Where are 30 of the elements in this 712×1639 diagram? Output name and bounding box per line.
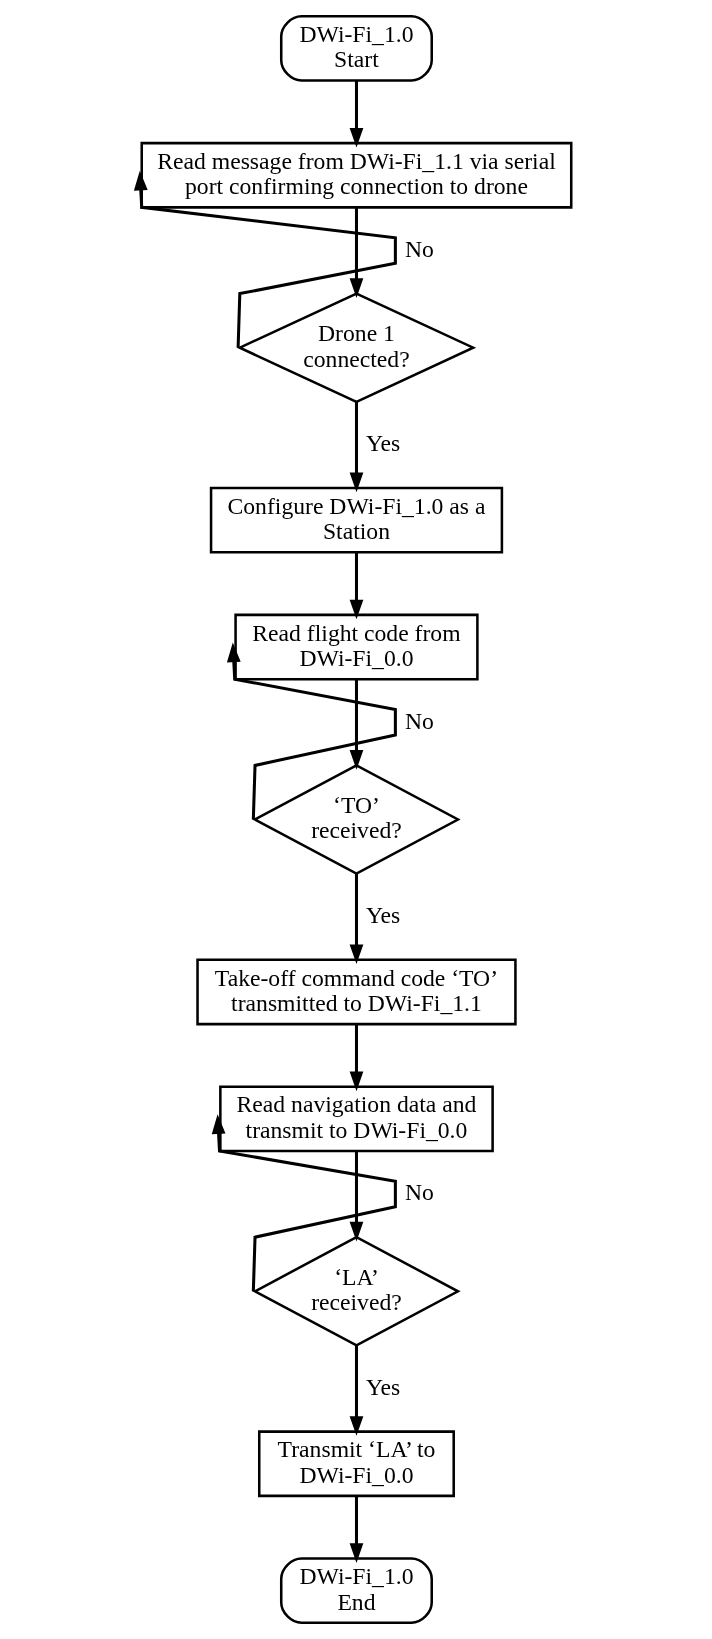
edge-label: Yes [365,901,401,928]
arrow [349,1345,364,1436]
node-box: Configure DWi-Fi_1.0 as a Station [209,486,504,554]
arrow [226,642,397,820]
edge-label: No [405,707,434,734]
edge-label: No [405,235,434,262]
arrow [349,679,364,770]
node-box: DWi-Fi_1.0 Start [279,15,433,82]
arrow [211,1114,397,1292]
arrow [349,1495,364,1563]
arrow [349,1024,364,1092]
node-box: Read flight code from DWi-Fi_0.0 [234,613,479,681]
node-box: Read navigation data and transmit to DWi-Fi_0.0 [219,1085,494,1153]
arrow [349,402,364,493]
node-diamond: ‘TO’ received? [252,763,461,876]
node-box: Read message from DWi-Fi_1.1 via serial port confirming connection to drone [140,141,573,209]
edge-label: Yes [365,430,401,457]
node-diamond: ‘LA’ received? [252,1235,461,1347]
arrow [349,207,364,298]
node-box: DWi-Fi_1.0 End [279,1557,433,1624]
node-box: Take-off command code ‘TO’ transmitted to DWi-Fi_1.1 [196,958,517,1026]
edge-label: Yes [365,1373,401,1400]
arrow [349,1151,364,1242]
arrow [349,80,364,148]
node-box: Transmit ‘LA’ to DWi-Fi_0.0 [258,1430,455,1498]
edge-label: No [405,1179,434,1206]
arrow [134,170,397,348]
node-diamond: Drone 1 connected? [236,292,477,404]
arrow [349,552,364,620]
arrow [349,873,364,965]
